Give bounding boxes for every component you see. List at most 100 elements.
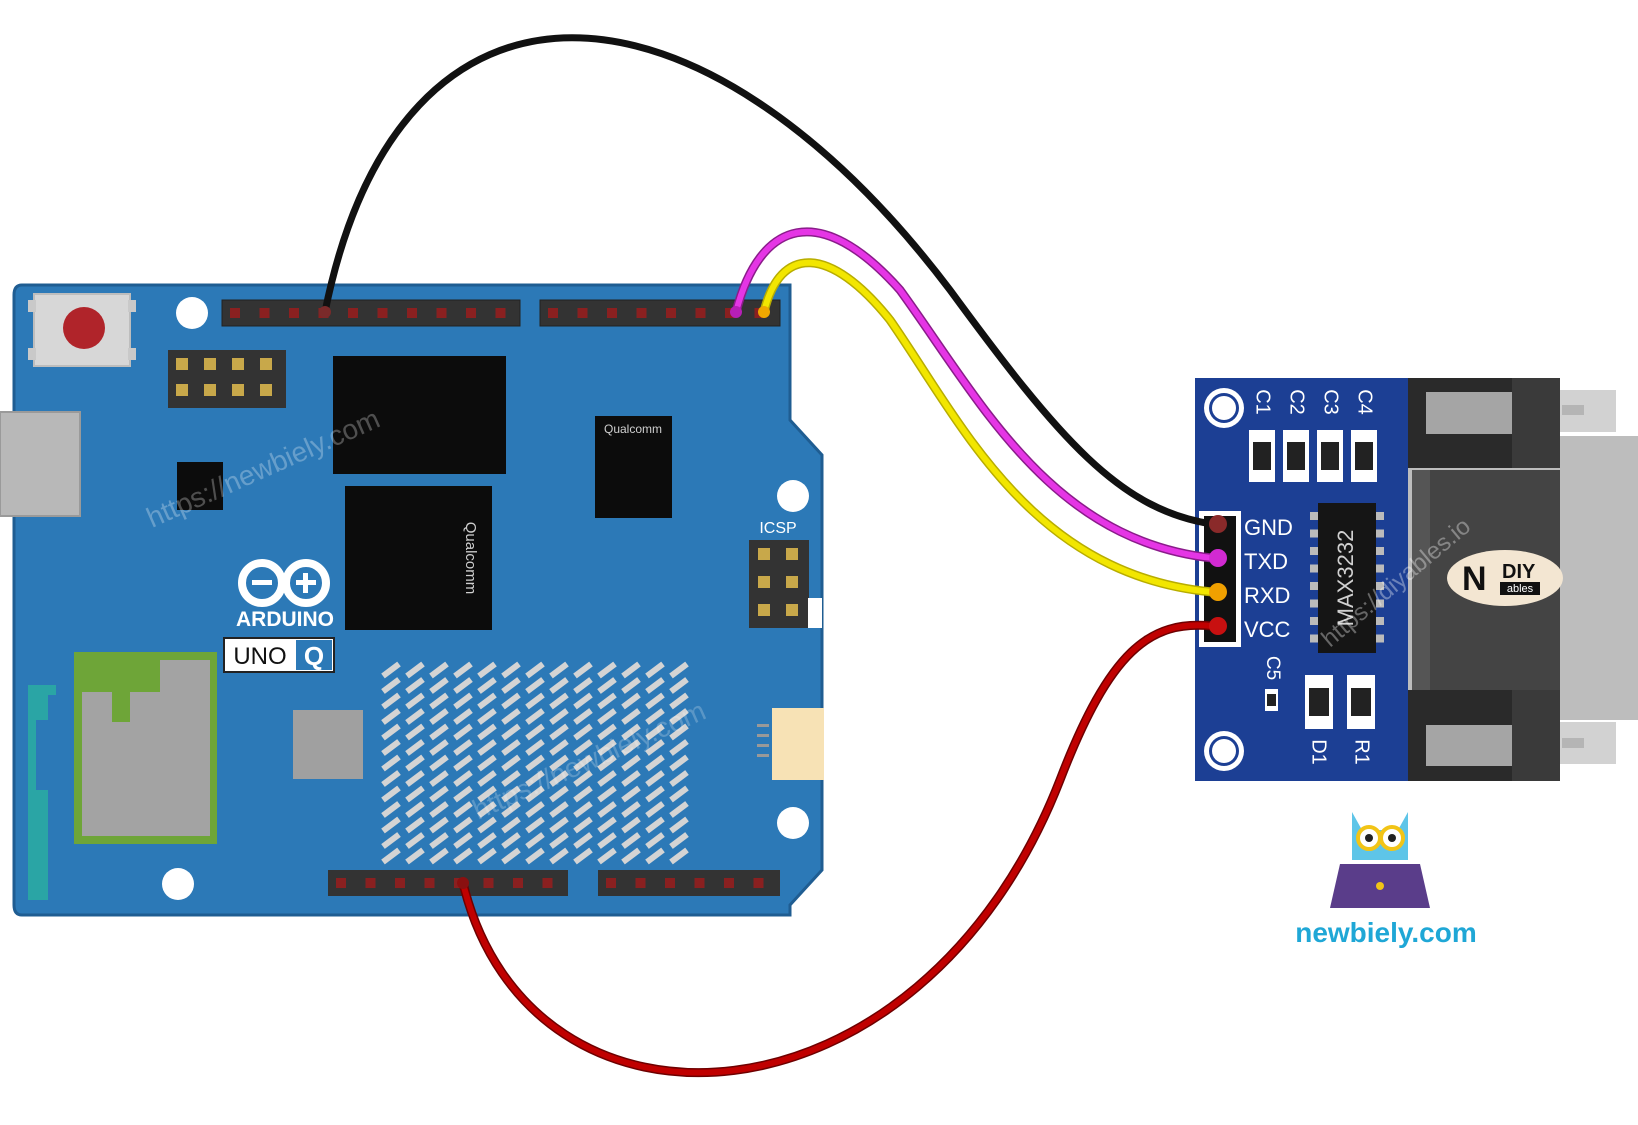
wifi-module bbox=[74, 652, 217, 844]
led bbox=[477, 723, 497, 741]
led bbox=[405, 677, 425, 694]
led bbox=[501, 677, 521, 694]
gnd-wire-end bbox=[319, 306, 331, 318]
jtag-pin bbox=[260, 358, 272, 370]
led bbox=[405, 785, 425, 803]
header-pin bbox=[348, 308, 358, 318]
rxd-wire-core bbox=[761, 259, 1215, 595]
led bbox=[429, 723, 449, 741]
led bbox=[501, 832, 521, 849]
led bbox=[525, 692, 545, 710]
led bbox=[429, 692, 449, 710]
led bbox=[501, 692, 521, 710]
led bbox=[549, 692, 569, 710]
header-pin bbox=[513, 878, 523, 888]
icsp-label: ICSP bbox=[759, 520, 796, 537]
led bbox=[429, 708, 449, 725]
header-pin bbox=[336, 878, 346, 888]
module-txd-pin-end bbox=[1209, 549, 1227, 567]
led bbox=[501, 816, 521, 834]
led bbox=[429, 770, 449, 787]
led bbox=[525, 661, 545, 679]
mounting-hole bbox=[777, 480, 809, 512]
led bbox=[549, 816, 569, 834]
led bbox=[429, 801, 449, 818]
icsp-pin bbox=[786, 548, 798, 560]
mounting-hole bbox=[1212, 739, 1236, 763]
led bbox=[645, 661, 665, 679]
header-pin bbox=[395, 878, 405, 888]
led bbox=[669, 661, 689, 679]
capacitor-body bbox=[1355, 442, 1373, 470]
chip-leg bbox=[1310, 564, 1320, 573]
led bbox=[381, 739, 401, 756]
led bbox=[597, 677, 617, 694]
led bbox=[525, 816, 545, 834]
newbiely-logo-text: newbiely.com bbox=[1295, 917, 1477, 948]
led bbox=[453, 770, 473, 787]
led bbox=[525, 847, 545, 865]
led bbox=[669, 723, 689, 741]
led bbox=[405, 723, 425, 741]
chip-small-left bbox=[177, 462, 223, 510]
header-pin bbox=[666, 308, 676, 318]
model-suffix: Q bbox=[304, 641, 324, 671]
icsp-pin bbox=[786, 576, 798, 588]
module-gnd-pin-end bbox=[1209, 515, 1227, 533]
header-pin bbox=[606, 878, 616, 888]
cap-label-c2: C2 bbox=[1286, 389, 1308, 415]
jtag-pin bbox=[232, 384, 244, 396]
led bbox=[597, 816, 617, 834]
led bbox=[501, 770, 521, 787]
led bbox=[453, 785, 473, 803]
rs232-module: C1 C2 C3 C4 GND TXD RXD VCC MAX3232 C5 bbox=[1195, 378, 1638, 781]
led bbox=[501, 723, 521, 741]
capacitor-body bbox=[1253, 442, 1271, 470]
led bbox=[381, 677, 401, 694]
header-pin bbox=[753, 878, 764, 888]
led bbox=[597, 847, 617, 865]
led bbox=[645, 847, 665, 865]
chip-leg bbox=[1310, 599, 1320, 608]
led bbox=[597, 801, 617, 818]
led bbox=[477, 785, 497, 803]
led bbox=[453, 754, 473, 772]
led bbox=[573, 723, 593, 741]
led bbox=[501, 708, 521, 725]
header-pin bbox=[548, 308, 558, 318]
led bbox=[477, 661, 497, 679]
led bbox=[597, 832, 617, 849]
led bbox=[453, 723, 473, 741]
led bbox=[621, 785, 641, 803]
reset-button bbox=[28, 293, 136, 367]
gray-component bbox=[293, 710, 363, 779]
led bbox=[477, 677, 497, 694]
led bbox=[501, 785, 521, 803]
led bbox=[405, 708, 425, 725]
led bbox=[429, 739, 449, 756]
mounting-hole bbox=[162, 868, 194, 900]
led bbox=[429, 754, 449, 772]
header-pin bbox=[635, 878, 646, 888]
led bbox=[645, 692, 665, 710]
jtag-pin bbox=[176, 384, 188, 396]
header-pin bbox=[483, 878, 494, 888]
header-pin bbox=[377, 308, 388, 318]
led bbox=[525, 739, 545, 756]
chip-label-small: Qualcomm bbox=[604, 422, 662, 436]
led bbox=[477, 692, 497, 710]
led bbox=[453, 739, 473, 756]
cap-c5-body bbox=[1267, 694, 1276, 706]
led bbox=[477, 847, 497, 865]
chip-leg bbox=[1310, 547, 1320, 555]
pin-label-vcc: VCC bbox=[1244, 617, 1291, 642]
led bbox=[525, 770, 545, 787]
led bbox=[381, 785, 401, 803]
led bbox=[549, 785, 569, 803]
arduino-brand: ARDUINO bbox=[236, 608, 334, 631]
led bbox=[429, 785, 449, 803]
led bbox=[381, 692, 401, 710]
cap-label-c3: C3 bbox=[1320, 389, 1342, 415]
led bbox=[501, 754, 521, 772]
